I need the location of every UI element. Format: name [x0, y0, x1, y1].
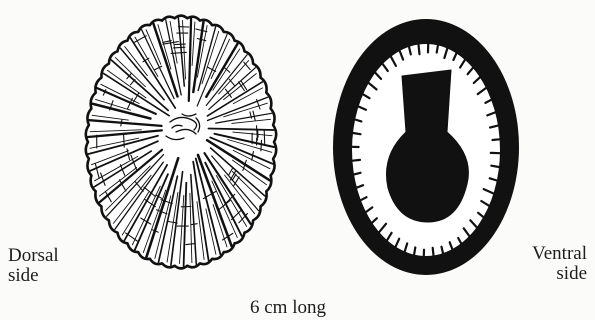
scale-label: 6 cm long [250, 298, 326, 318]
ventral-tooth [353, 133, 361, 134]
ventral-side-label: Ventral side [532, 244, 587, 284]
dorsal-hatch [174, 44, 185, 45]
ventral-tooth [493, 139, 500, 140]
dorsal-side-label: Dorsal side [8, 246, 59, 286]
ventral-label-line2: side [532, 264, 587, 284]
ventral-tooth [437, 45, 438, 52]
ventral-tooth [354, 173, 361, 175]
ventral-tooth [414, 247, 415, 254]
dorsal-label-line2: side [8, 266, 59, 286]
ventral-tooth [419, 45, 420, 55]
dorsal-hatch [174, 47, 186, 48]
ventral-label-line1: Ventral [532, 244, 587, 264]
ventral-tooth [352, 160, 360, 161]
ventral-tooth [442, 247, 444, 254]
ventral-shell-icon [333, 19, 519, 275]
dorsal-hatch [261, 140, 262, 151]
dorsal-label-line1: Dorsal [8, 246, 59, 266]
dorsal-hatch [124, 135, 125, 147]
ventral-tooth [491, 166, 499, 167]
dorsal-shell-icon [86, 16, 276, 269]
dorsal-hatch [264, 130, 265, 144]
ventral-tooth [433, 248, 434, 256]
dorsal-hatch [258, 130, 259, 138]
